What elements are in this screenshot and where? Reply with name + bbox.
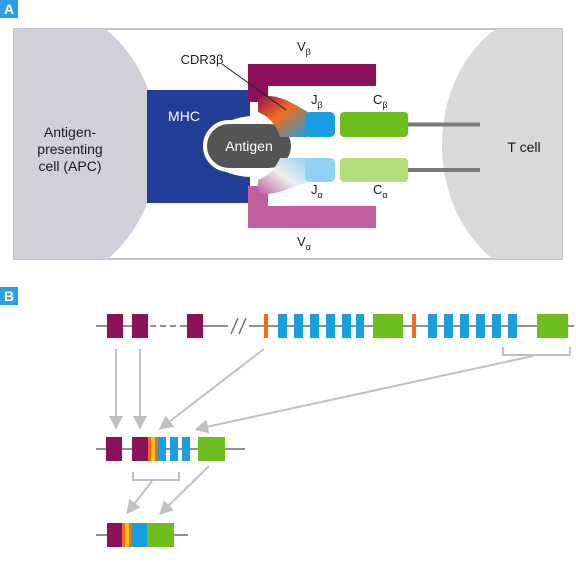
v-beta-chain — [248, 64, 376, 102]
panel-b-badge — [0, 287, 18, 305]
j-beta-label: Jβ — [311, 92, 323, 110]
transcript-n-region-2 — [129, 523, 132, 547]
transcript-n-region — [122, 523, 125, 547]
germline-bracket — [502, 347, 571, 356]
rearranged-n-region-2 — [155, 437, 158, 461]
c-alpha-label: Cα — [373, 182, 388, 200]
apc-cell — [14, 29, 158, 259]
cdr3-alpha-region — [258, 158, 308, 194]
mhc-molecule — [147, 90, 250, 203]
germline-d-segment-1 — [264, 314, 268, 338]
c-alpha-label-main: C — [373, 182, 382, 197]
germline-j-segment — [444, 314, 453, 338]
germline-j-segment — [294, 314, 303, 338]
v-alpha-label: Vα — [297, 234, 311, 252]
apc-label-line-1: Antigen- — [44, 124, 96, 140]
v-beta-label-sub: β — [306, 47, 311, 57]
v-alpha-label-sub: α — [306, 242, 311, 252]
germline-j-segment — [342, 314, 351, 338]
germline-j-segment — [326, 314, 335, 338]
c-alpha-segment — [340, 158, 408, 182]
j-beta-segment — [305, 112, 335, 137]
antigen-label: Antigen — [225, 138, 272, 154]
rearranged-v-segment — [106, 437, 122, 461]
germline-v-segment-2 — [132, 314, 148, 338]
panel-a-letter: A — [4, 1, 14, 17]
j-alpha-label-main: J — [311, 182, 318, 197]
transcript-j-segment — [132, 523, 147, 547]
dna-bracket — [132, 472, 180, 481]
germline-v-segment-1 — [107, 314, 123, 338]
germline-j-segment — [428, 314, 437, 338]
rearranged-j-segment — [170, 437, 178, 461]
rearranged-d-segment — [151, 437, 155, 461]
t-cell-label: T cell — [507, 139, 540, 155]
germline-j-segment — [310, 314, 319, 338]
rearranged-c-segment — [198, 437, 225, 461]
panel-a-badge — [0, 0, 18, 18]
transcript-d-segment — [125, 523, 129, 547]
v-alpha-label-main: V — [297, 234, 306, 249]
cdr3-beta-region — [258, 96, 308, 137]
germline-c-segment-2 — [537, 314, 568, 338]
germline-d-segment-2 — [412, 314, 416, 338]
final-transcript — [96, 523, 188, 547]
antigen — [203, 120, 295, 172]
rearranged-j-segment — [182, 437, 190, 461]
j-alpha-segment — [305, 158, 335, 182]
arrow-d — [158, 348, 265, 430]
c-beta-label: Cβ — [373, 92, 388, 110]
c-alpha-label-sub: α — [382, 190, 387, 200]
germline-j-segment — [356, 314, 364, 338]
j-beta-label-sub: β — [318, 100, 323, 110]
germline-j-segment — [508, 314, 517, 338]
transcript-c-segment — [147, 523, 174, 547]
break-mark-2 — [238, 317, 247, 335]
rearranged-v-segment-joined — [132, 437, 148, 461]
germline-j-segment — [278, 314, 287, 338]
c-beta-label-main: C — [373, 92, 382, 107]
germline-j-segment — [460, 314, 469, 338]
germline-locus — [96, 314, 574, 338]
c-beta-segment — [340, 112, 408, 137]
germline-j-segment — [492, 314, 501, 338]
j-alpha-label-sub: α — [318, 190, 323, 200]
panel-a: A Antigen- prese — [0, 0, 563, 260]
arrow-c — [194, 355, 534, 434]
t-cell — [442, 29, 562, 259]
v-beta-label: Vβ — [297, 39, 311, 57]
mhc-label: MHC — [168, 108, 200, 124]
v-alpha-chain — [248, 186, 376, 228]
panel-b-letter: B — [4, 288, 14, 304]
panel-b: B — [0, 287, 574, 547]
rearranged-j-segment — [158, 437, 166, 461]
germline-c-segment-1 — [373, 314, 403, 338]
arrow-vdj — [126, 480, 153, 515]
arrow-c-mrna — [158, 465, 210, 515]
j-alpha-label: Jα — [311, 182, 323, 200]
transcript-v-segment — [107, 523, 122, 547]
apc-label-line-2: presenting — [37, 141, 102, 157]
j-beta-label-main: J — [311, 92, 318, 107]
c-beta-label-sub: β — [382, 100, 387, 110]
rearranged-dna — [96, 437, 245, 461]
germline-j-segment — [476, 314, 485, 338]
rearranged-n-region — [148, 437, 151, 461]
cdr3-pointer-line — [221, 63, 287, 111]
break-mark-1 — [230, 317, 239, 335]
v-beta-label-main: V — [297, 39, 306, 54]
cdr3-beta-label: CDR3β — [181, 52, 224, 67]
germline-v-segment-3 — [187, 314, 203, 338]
apc-label-line-3: cell (APC) — [38, 158, 101, 174]
